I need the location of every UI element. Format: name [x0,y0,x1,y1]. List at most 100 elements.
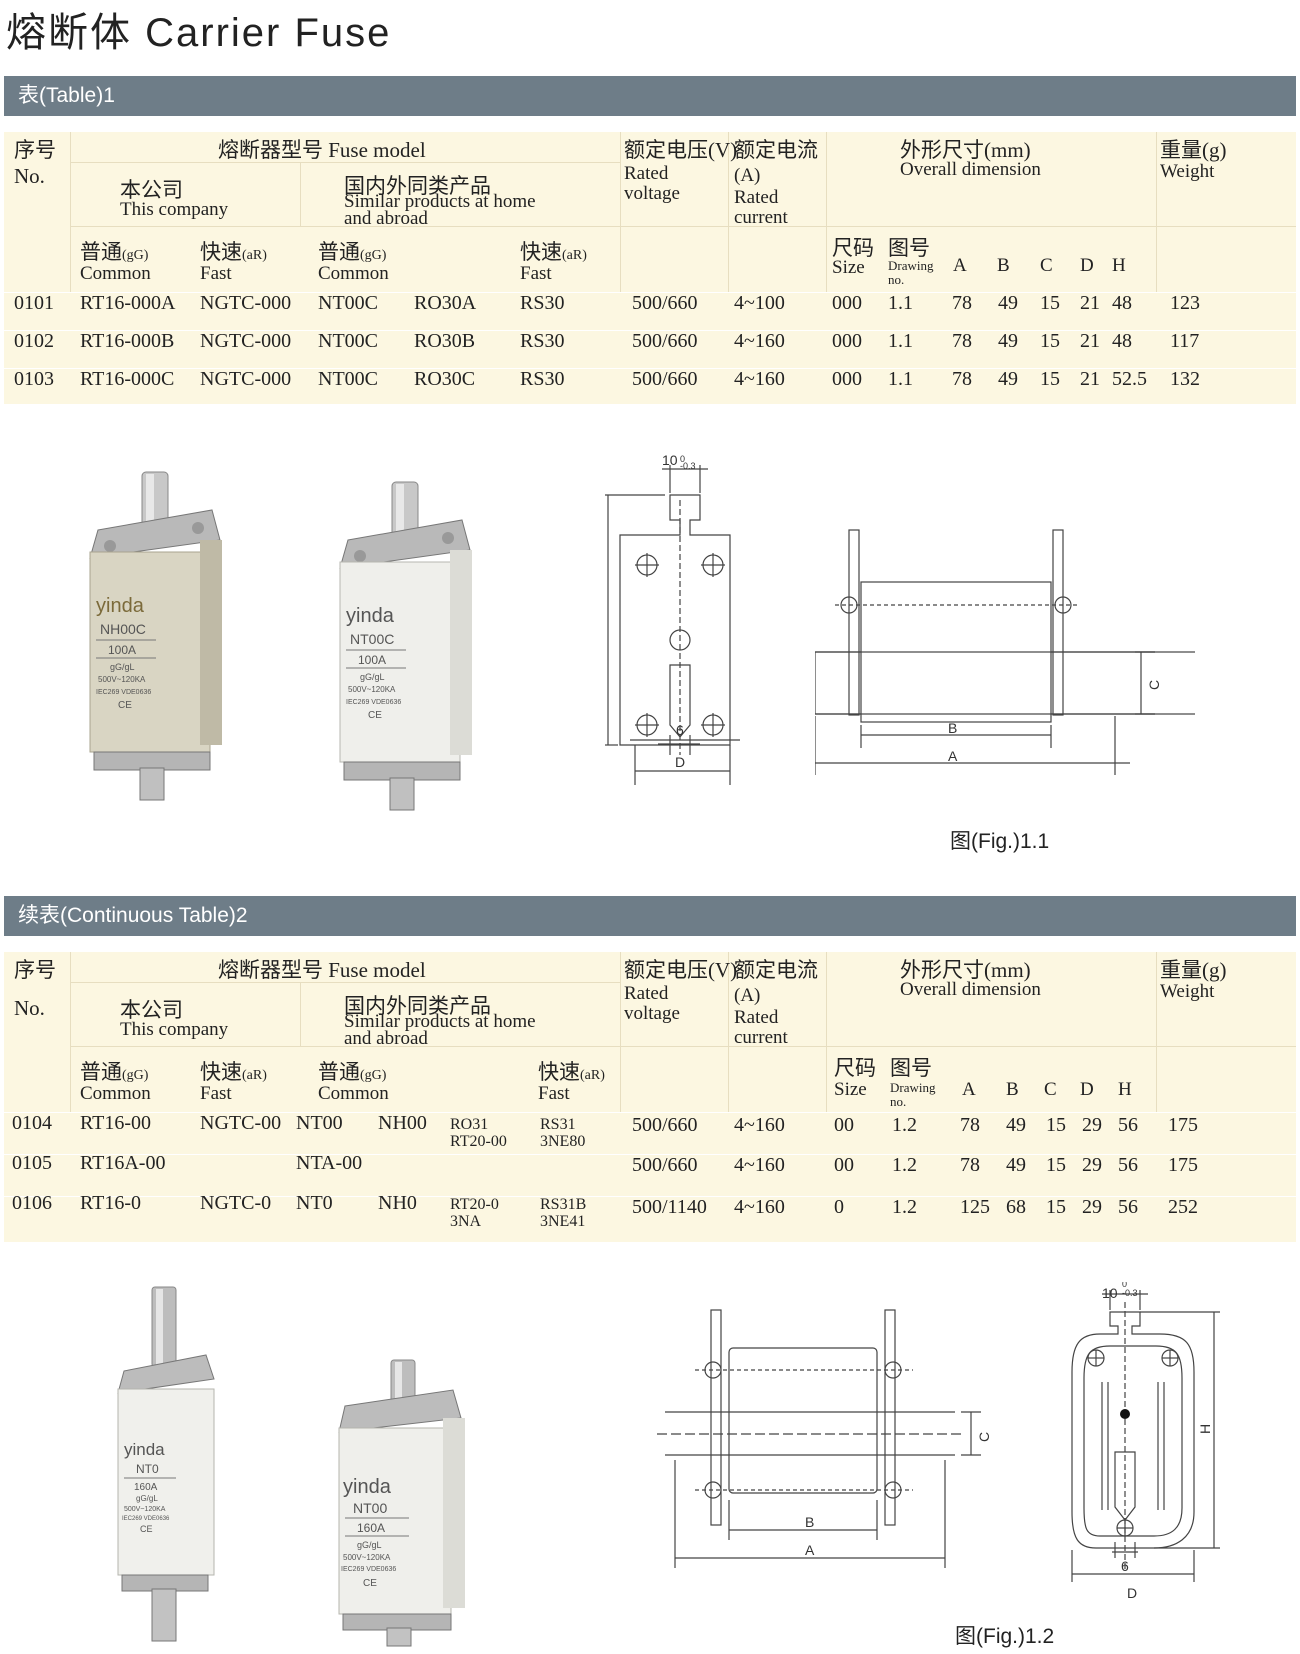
hdr-fast1-cn: 快速(aR) [200,240,267,264]
dim-a: A [948,748,958,764]
hdr-no-cn: 序号 [14,138,56,162]
page-title: 熔断体 Carrier Fuse [6,11,392,55]
fuse-photo-nt0: yinda NT0 160A gG/gL 500V~120KA IEC269 V… [117,1286,215,1642]
photo-model: NT0 [136,1462,159,1476]
svg-text:-0.3: -0.3 [1122,1288,1138,1298]
photo-std: IEC269 VDE0636 [122,1516,170,1522]
ce-mark: CE [140,1524,153,1534]
hdr-current-cn: 额定电流 [734,138,818,162]
drawing-fig1-side: B A C [815,529,1195,775]
photo-brand: yinda [346,605,395,627]
hdr-current-en3: current [734,207,788,228]
photo-spec: 500V~120KA [124,1506,166,1513]
photo-model: NT00 [353,1500,387,1516]
hdr-size-cn: 尺码 [832,236,874,260]
hdr-similar-cn: 国内外同类产品 [344,174,491,198]
table2: 序号 No. 熔断器型号 Fuse model 额定电压(V) Rated vo… [4,952,1296,1242]
hdr-common2-cn: 普通(gG) [318,240,387,264]
hdr-model: 熔断器型号 Fuse model [218,958,426,982]
hdr-h: H [1118,1079,1132,1100]
photo-brand: yinda [96,595,145,617]
hdr-no-en: No. [14,996,45,1020]
hdr-drawing-en1: Drawing [888,258,934,273]
hdr-fast2-en: Fast [538,1083,570,1104]
hdr-current-cn: 额定电流 [734,958,818,982]
svg-text:0: 0 [680,455,685,464]
photo-rating: 160A [134,1482,158,1493]
photo-class: gG/gL [360,672,385,682]
drawing-fig1-front: 10 0 -0.3 H 6 D [605,455,740,785]
hdr-voltage-cn: 额定电压(V) [624,138,738,162]
hdr-voltage-en2: voltage [624,1003,680,1024]
photo-brand: yinda [124,1440,165,1459]
hdr-voltage-en2: voltage [624,183,680,204]
hdr-common2-en: Common [318,1083,389,1104]
center-dot-icon [1120,1409,1130,1419]
hdr-current-en2: Rated [734,1007,779,1028]
photo-model: NH00C [100,621,146,637]
hdr-company-en: This company [120,199,229,220]
dim-c: C [976,1432,992,1442]
ce-mark: CE [363,1578,377,1589]
hdr-a: A [953,255,967,276]
drawing-fig2-side: B A C [657,1309,992,1568]
hdr-size-en: Size [834,1079,867,1100]
hdr-similar-en1: Similar products at home [344,1011,536,1032]
dim-b: B [805,1514,814,1530]
dim-h: H [1197,1424,1213,1434]
hdr-similar-en1: Similar products at home [344,191,536,212]
hdr-voltage-en1: Rated [624,163,669,184]
dim-d: D [1127,1585,1137,1601]
hdr-drawing-cn: 图号 [890,1056,932,1080]
hdr-drawing-cn: 图号 [888,236,930,260]
hdr-similar-en2: and abroad [344,1028,428,1049]
fig2-caption: 图(Fig.)1.2 [955,1625,1055,1648]
hdr-dim-en: Overall dimension [900,159,1041,180]
fuse-photo-nt00c: yinda NT00C 100A gG/gL 500V~120KA IEC269… [339,481,472,811]
hdr-fast2-cn: 快速(aR) [520,240,587,264]
svg-text:-0.3: -0.3 [680,461,696,471]
fig1-caption: 图(Fig.)1.1 [950,830,1050,853]
hdr-current-en1: (A) [734,165,761,186]
photo-class: gG/gL [110,662,135,672]
hdr-size-en: Size [832,257,865,278]
hdr-current-en3: current [734,1027,788,1048]
photo-spec: 500V~120KA [98,675,146,684]
hdr-dim-cn: 外形尺寸(mm) [900,138,1031,162]
photo-rating: 100A [108,643,136,657]
hdr-no-cn: 序号 [14,958,56,982]
hdr-common1-cn: 普通(gG) [80,1060,149,1084]
hdr-drawing-en1: Drawing [890,1080,936,1095]
hdr-common1-en: Common [80,1083,151,1104]
hdr-common2-en: Common [318,263,389,284]
hdr-weight-cn: 重量(g) [1160,138,1227,162]
hdr-dim-cn: 外形尺寸(mm) [900,958,1031,982]
dim-c: C [1146,680,1162,690]
hdr-similar-en2: and abroad [344,208,428,229]
hdr-company-cn: 本公司 [120,998,183,1022]
hdr-c: C [1044,1079,1057,1100]
photo-spec: 500V~120KA [348,685,396,694]
hdr-dim-en: Overall dimension [900,979,1041,1000]
hdr-fast1-en: Fast [200,1083,232,1104]
fuse-photo-nh00c: yinda NH00C 100A gG/gL 500V~120KA IEC269… [89,471,222,801]
hdr-voltage-en1: Rated [624,983,669,1004]
ce-mark: CE [118,700,132,711]
hdr-c: C [1040,255,1053,276]
photo-class: gG/gL [357,1540,382,1550]
drawing-fig2-front: 10 0 -0.3 H 6 D [1071,1282,1220,1601]
svg-text:10: 10 [1102,1285,1118,1301]
svg-text:0: 0 [1122,1282,1127,1289]
photo-std: IEC269 VDE0636 [346,699,401,706]
hdr-h: H [1112,255,1126,276]
hdr-common1-cn: 普通(gG) [80,240,149,264]
hdr-drawing-en2: no. [888,272,905,287]
hdr-no-en: No. [14,164,45,188]
dim-b: B [948,720,957,736]
dim-d: D [675,754,685,770]
hdr-company-en: This company [120,1019,229,1040]
hdr-common1-en: Common [80,263,151,284]
photo-rating: 160A [357,1521,385,1535]
dim-6: 6 [676,722,684,738]
hdr-weight-cn: 重量(g) [1160,958,1227,982]
